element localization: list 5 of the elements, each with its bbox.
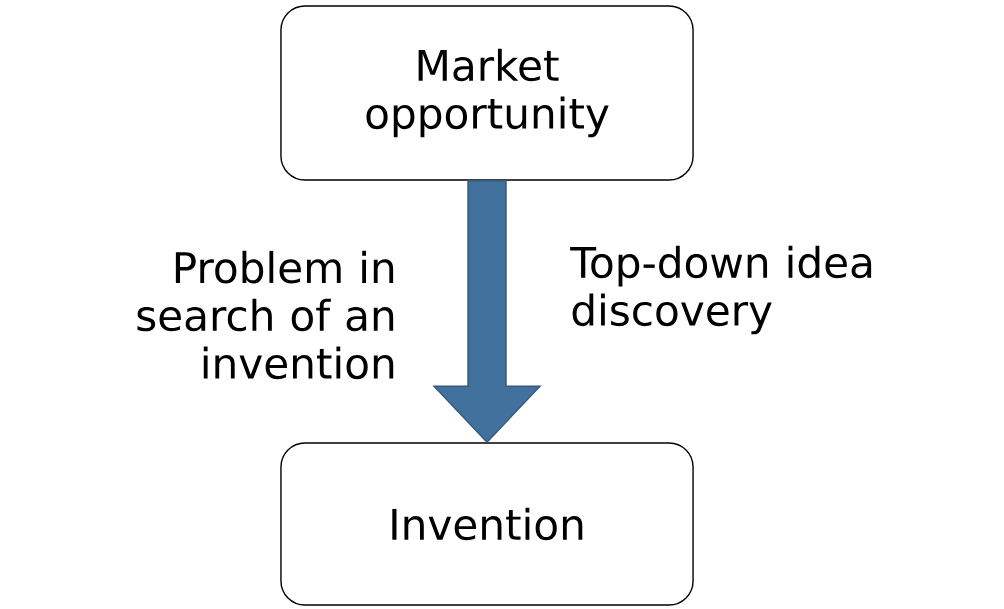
process-box: Market opportunity (280, 5, 694, 181)
side-label: Problem in search of an invention (137, 250, 394, 380)
arrow (432, 180, 542, 444)
side-label: Top-down idea discovery (570, 245, 872, 335)
process-box: Invention (280, 442, 694, 606)
